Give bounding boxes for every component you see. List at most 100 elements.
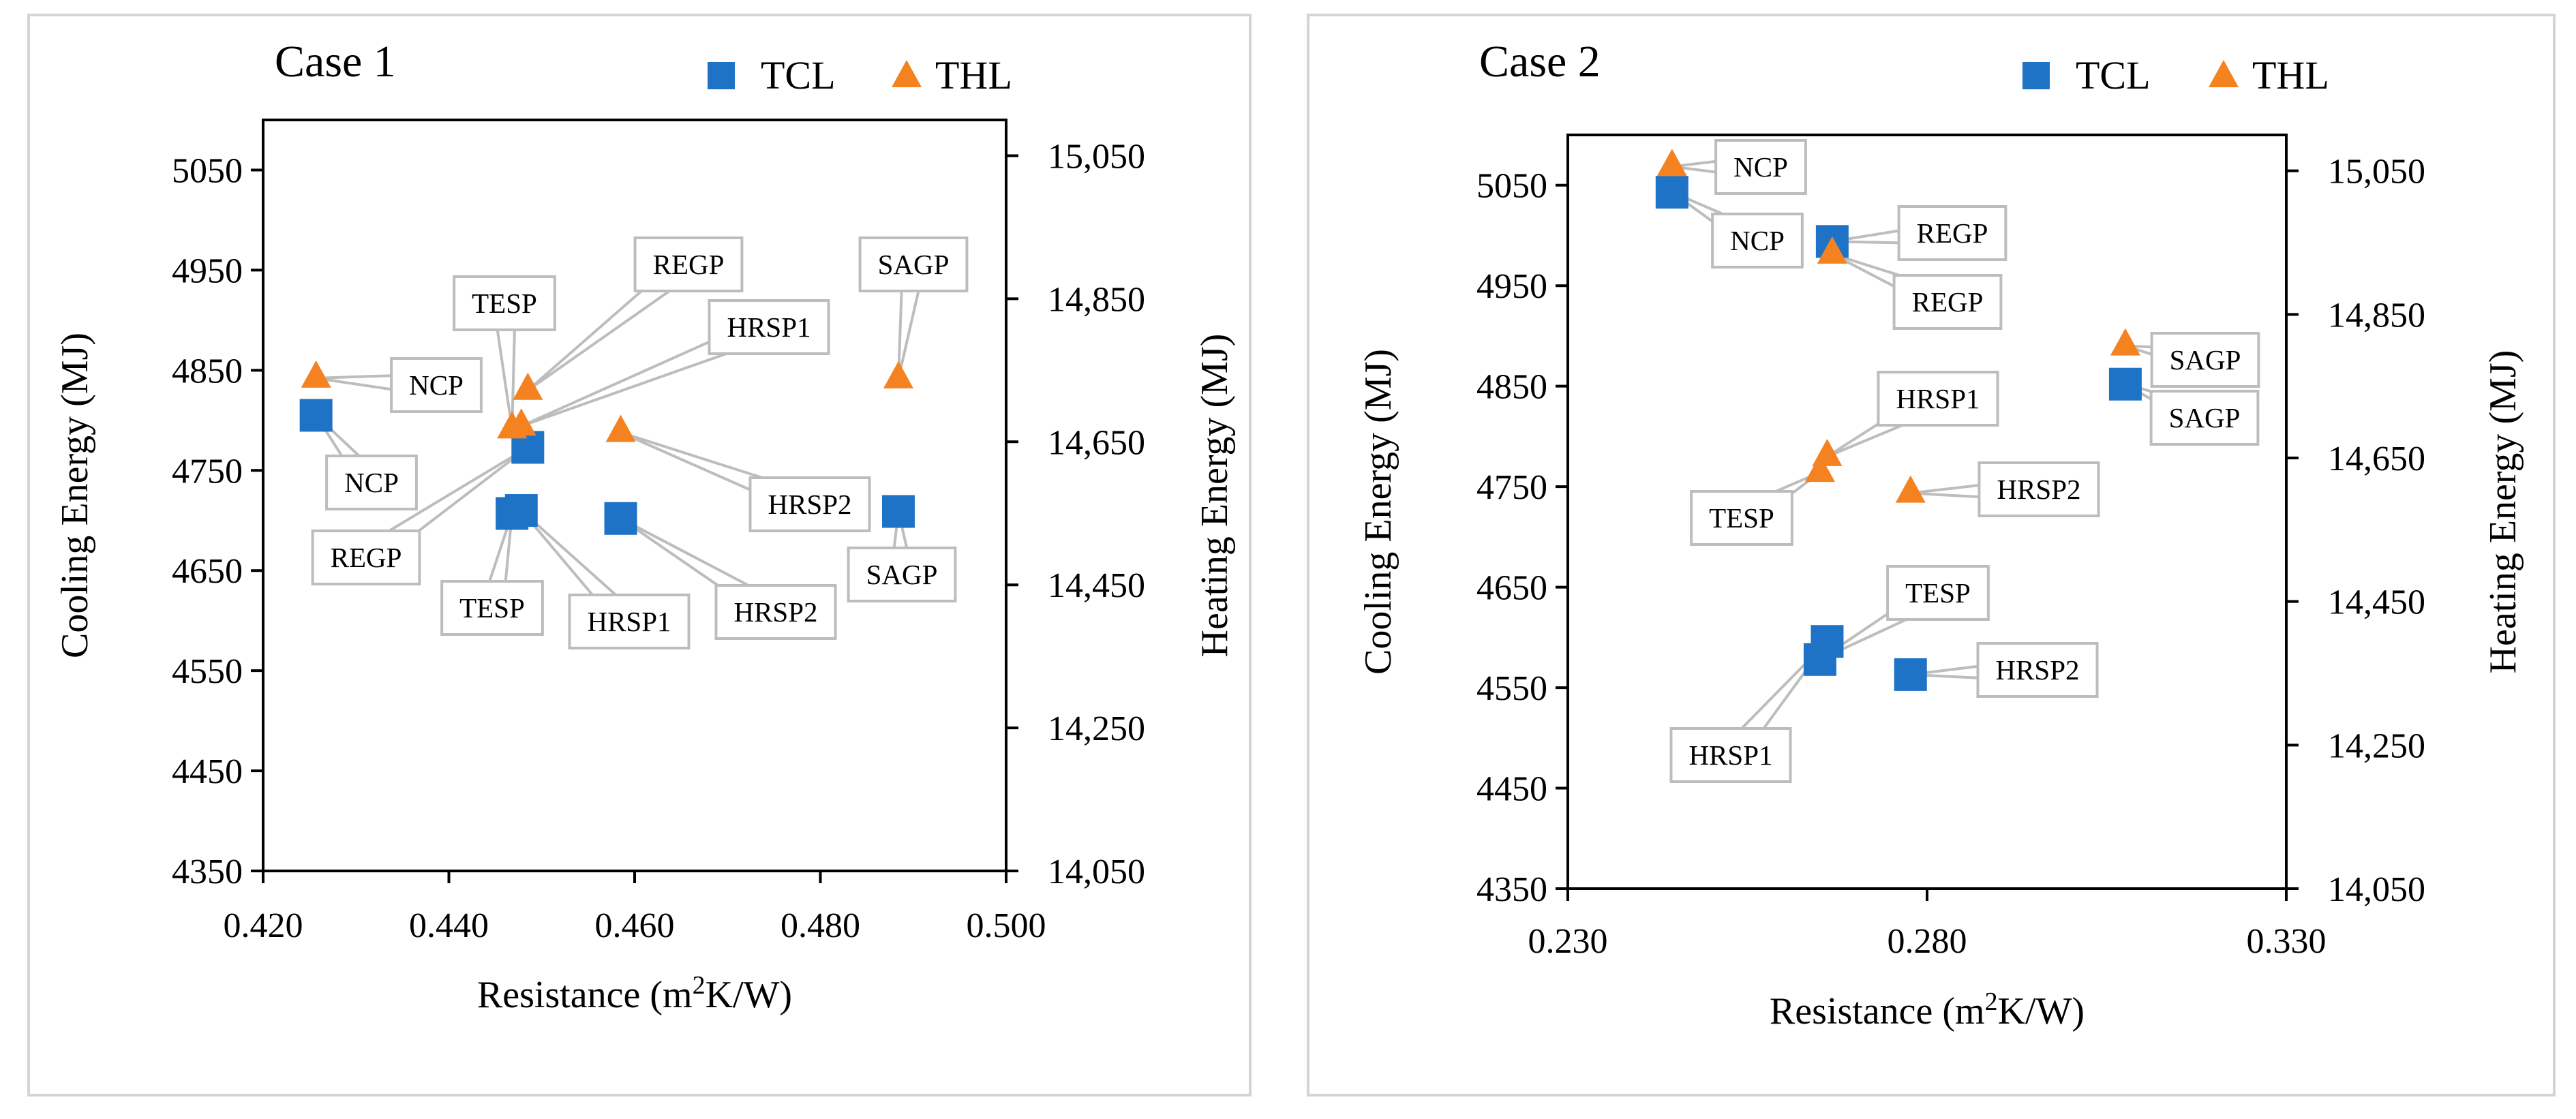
y-tick-label: 4550 (1476, 669, 1547, 708)
y2-tick-label: 14,650 (2328, 440, 2425, 478)
data-label-tcl-ncp: NCP (344, 467, 399, 498)
callout-box-fill (456, 279, 553, 328)
panel-frame (27, 14, 1252, 1097)
point-thl-hrsp2 (605, 414, 636, 442)
x-tick-label: 0.500 (967, 906, 1046, 945)
data-label-thl-regp: REGP (653, 249, 725, 280)
data-label-tcl-ncp: NCP (1730, 225, 1785, 256)
y-tick-label: 4650 (1476, 569, 1547, 608)
y-tick-label: 4950 (172, 251, 243, 290)
point-tcl-hrsp2 (604, 502, 637, 535)
point-tcl-hrsp1 (1810, 625, 1844, 658)
point-tcl-sagp (881, 495, 915, 528)
data-label-tcl-hrsp2: HRSP2 (1995, 654, 2079, 686)
y2-tick-label: 14,450 (2328, 583, 2425, 622)
chart-title: Case 2 (1479, 37, 1601, 87)
y2-tick-label: 14,050 (2328, 870, 2425, 909)
legend-tcl-marker (708, 62, 735, 89)
callout-box-fill (1714, 216, 1800, 265)
callout-box-fill (2153, 335, 2257, 384)
callout-box-fill (393, 361, 479, 410)
data-label-thl-ncp: NCP (1733, 151, 1788, 183)
data-label-tcl-tesp: TESP (459, 592, 525, 624)
data-label-thl-tesp: TESP (1709, 502, 1774, 534)
callout-box-fill (2153, 393, 2256, 442)
data-label-thl-hrsp1: HRSP1 (727, 311, 810, 343)
y-tick-label: 4550 (172, 652, 243, 691)
x-tick-label: 0.460 (595, 906, 675, 945)
data-label-tcl-hrsp1: HRSP1 (1688, 739, 1772, 771)
y2-tick-label: 14,650 (1048, 423, 1145, 462)
point-tcl-ncp (299, 399, 333, 432)
data-label-tcl-sagp: SAGP (866, 559, 938, 590)
y-tick-label: 4650 (172, 552, 243, 591)
y-axis-label: Cooling Energy (MJ) (1357, 349, 1399, 675)
legend-thl-label: THL (2252, 53, 2329, 97)
y-tick-label: 5050 (1476, 167, 1547, 206)
y-axis-label: Cooling Energy (MJ) (54, 333, 96, 658)
data-label-thl-ncp: NCP (409, 369, 464, 401)
callout-box-fill (314, 533, 418, 582)
y-tick-label: 4750 (172, 452, 243, 491)
legend-tcl-label: TCL (761, 53, 836, 97)
callout-box-fill (637, 240, 740, 289)
callout-box-fill (850, 550, 954, 599)
callout-box-fill (444, 583, 541, 632)
callout-box-fill (1981, 465, 2097, 514)
callout-box-fill (1890, 568, 1986, 617)
point-thl-ncp (1656, 149, 1687, 177)
y-tick-label: 4350 (1476, 870, 1547, 909)
y2-tick-label: 15,050 (1048, 137, 1145, 176)
y2-axis-label: Heating Energy (MJ) (2482, 350, 2524, 674)
data-label-tcl-regp: REGP (1917, 217, 1988, 249)
point-tcl-hrsp1 (504, 494, 538, 527)
y-tick-label: 4450 (172, 752, 243, 791)
legend: TCL THL (708, 53, 1012, 97)
data-label-tcl-hrsp2: HRSP2 (733, 596, 817, 628)
chart-title: Case 1 (275, 37, 396, 87)
point-thl-sagp (2110, 328, 2140, 356)
data-label-thl-hrsp2: HRSP2 (768, 489, 851, 520)
data-label-thl-sagp: SAGP (878, 249, 950, 280)
y-tick-label: 4350 (172, 853, 243, 891)
y2-tick-label: 14,850 (2328, 296, 2425, 335)
x-tick-label: 0.280 (1888, 922, 1967, 961)
y2-tick-label: 14,450 (1048, 566, 1145, 605)
legend-thl-marker (892, 60, 922, 87)
callout-box-fill (571, 597, 687, 646)
callout-box-fill (862, 240, 965, 289)
point-thl-hrsp1 (506, 408, 536, 436)
point-thl-ncp (301, 360, 331, 388)
series-thl (1656, 149, 2140, 503)
x-tick-label: 0.420 (224, 906, 303, 945)
legend-thl-marker (2209, 60, 2239, 87)
callout-box-fill (1880, 374, 1996, 423)
point-thl-regp (513, 372, 543, 400)
point-tcl-ncp (1655, 176, 1688, 209)
panel-frame (1307, 14, 2556, 1097)
y2-tick-label: 14,850 (1048, 280, 1145, 319)
y-tick-label: 4450 (1476, 770, 1547, 809)
y-tick-label: 4850 (1476, 368, 1547, 407)
point-tcl-hrsp2 (1894, 658, 1927, 691)
callout-box-fill (752, 480, 868, 529)
data-label-thl-tesp: TESP (472, 288, 537, 319)
data-label-tcl-sagp: SAGP (2169, 402, 2241, 433)
x-tick-label: 0.330 (2247, 922, 2327, 961)
series-tcl (299, 399, 915, 535)
callout-box-fill (329, 458, 414, 507)
callout-box-fill (1980, 645, 2095, 694)
data-label-thl-regp: REGP (1912, 286, 1984, 318)
callout-box-fill (711, 303, 827, 352)
legend-thl-label: THL (935, 53, 1012, 97)
y2-tick-label: 14,050 (1048, 853, 1145, 891)
callout-box-fill (1896, 277, 1999, 326)
callout-box-fill (1673, 731, 1789, 780)
x-axis-label: Resistance (m2K/W) (477, 971, 792, 1016)
